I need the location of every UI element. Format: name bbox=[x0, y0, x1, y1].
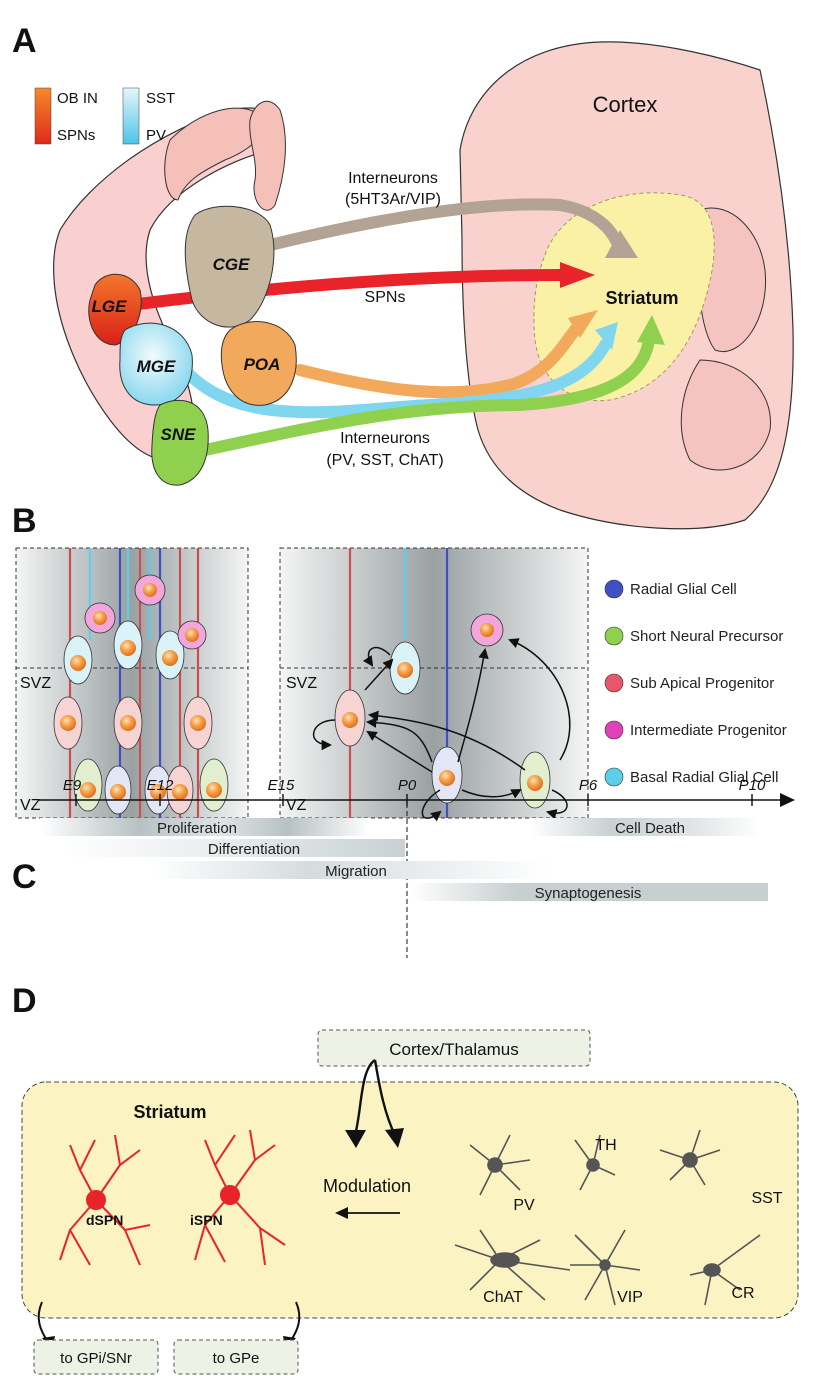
interneuron-cells bbox=[454, 1129, 761, 1306]
tick-e15: E15 bbox=[268, 777, 295, 794]
cortex-thalamus-box bbox=[317, 1029, 591, 1067]
cell-type-legend: Radial Glial Cell Short Neural Precursor… bbox=[604, 579, 787, 787]
vz-label-left: VZ bbox=[20, 797, 41, 814]
panel-d-letter: D bbox=[12, 982, 37, 1020]
modulation-label: Modulation bbox=[323, 1176, 411, 1196]
label-cell-death: Cell Death bbox=[615, 820, 685, 837]
interneurons-bottom-subtypes: (PV, SST, ChAT) bbox=[326, 452, 443, 469]
svz-label-left: SVZ bbox=[20, 675, 51, 692]
poa-label: POA bbox=[244, 355, 281, 374]
label-synaptogenesis: Synaptogenesis bbox=[535, 885, 642, 902]
ispn-neuron bbox=[194, 1129, 286, 1266]
gpi-snr-box bbox=[33, 1339, 159, 1375]
lge-label: LGE bbox=[92, 297, 128, 316]
striatum-label: Striatum bbox=[605, 288, 678, 308]
bar-proliferation bbox=[40, 818, 370, 836]
label-migration: Migration bbox=[325, 863, 387, 880]
panel-c-letter: C bbox=[12, 858, 37, 896]
embryonic-brain bbox=[53, 100, 286, 461]
sst-interneuron-label: SST bbox=[751, 1190, 782, 1207]
svz-label-right: SVZ bbox=[286, 675, 317, 692]
bar-synaptogenesis bbox=[410, 883, 768, 901]
cortex-label: Cortex bbox=[593, 92, 658, 117]
timeline: E9 E12 E15 P0 P6 P10 Proliferation Diffe… bbox=[38, 777, 795, 958]
panel-b-letter: B bbox=[12, 502, 37, 540]
migration-arrows bbox=[124, 198, 654, 456]
dspn-label: dSPN bbox=[86, 1212, 123, 1228]
coronal-section: Cortex Striatum bbox=[459, 41, 794, 530]
legend-pv: PV bbox=[146, 127, 166, 144]
legend-basal-radial: Basal Radial Glial Cell bbox=[630, 769, 778, 786]
eminences: CGE LGE MGE POA SNE bbox=[88, 205, 297, 486]
legend-intermediate: Intermediate Progenitor bbox=[630, 722, 787, 739]
bar-differentiation bbox=[60, 839, 405, 857]
dspn-neuron bbox=[59, 1134, 151, 1266]
striatum-box bbox=[21, 1081, 799, 1319]
legend-dot-short-neural bbox=[604, 626, 624, 646]
gpi-snr-label: to GPi/SNr bbox=[60, 1350, 132, 1367]
circuit-diagram: Cortex/Thalamus Striatum Modulation dSPN… bbox=[21, 1029, 799, 1375]
vz-svz-left: SVZ VZ bbox=[15, 547, 249, 819]
legend-sub-apical: Sub Apical Progenitor bbox=[630, 675, 774, 692]
sne-label: SNE bbox=[161, 425, 197, 444]
gpe-box bbox=[173, 1339, 299, 1375]
tick-e12: E12 bbox=[147, 777, 174, 794]
vip-interneuron-label: VIP bbox=[617, 1289, 643, 1306]
tick-p6: P6 bbox=[579, 777, 598, 794]
legend-sst: SST bbox=[146, 90, 175, 107]
panel-a-letter: A bbox=[12, 22, 37, 60]
interneurons-top-label: Interneurons bbox=[348, 170, 438, 187]
legend-dot-sub-apical bbox=[604, 673, 624, 693]
legend-short-neural: Short Neural Precursor bbox=[630, 628, 783, 645]
label-proliferation: Proliferation bbox=[157, 820, 237, 837]
legend-radial-glial: Radial Glial Cell bbox=[630, 581, 737, 598]
legend-ob-in: OB IN bbox=[57, 90, 98, 107]
interneurons-top-subtypes: (5HT3Ar/VIP) bbox=[345, 191, 441, 208]
interneurons-bottom-label: Interneurons bbox=[340, 430, 430, 447]
arrow-heads bbox=[560, 230, 665, 350]
vz-label-right: VZ bbox=[286, 797, 307, 814]
chat-interneuron-label: ChAT bbox=[483, 1289, 523, 1306]
spns-arrow-label: SPNs bbox=[365, 289, 406, 306]
tick-p0: P0 bbox=[398, 777, 417, 794]
panel-a-legend: OB IN SPNs SST PV bbox=[34, 87, 175, 145]
bar-cell-death bbox=[530, 818, 760, 836]
legend-dot-intermediate bbox=[604, 720, 624, 740]
vz-svz-right: SVZ VZ bbox=[279, 547, 589, 822]
cortex-thalamus-label: Cortex/Thalamus bbox=[389, 1040, 518, 1059]
mge-label: MGE bbox=[137, 357, 176, 376]
legend-dot-basal-radial bbox=[604, 767, 624, 787]
ispn-label: iSPN bbox=[190, 1212, 223, 1228]
label-differentiation: Differentiation bbox=[208, 841, 300, 858]
tick-p10: P10 bbox=[739, 777, 766, 794]
bar-migration bbox=[150, 861, 550, 879]
cge-label: CGE bbox=[213, 255, 251, 274]
striatum-title: Striatum bbox=[133, 1102, 206, 1122]
tick-e9: E9 bbox=[63, 777, 82, 794]
th-interneuron-label: TH bbox=[595, 1137, 616, 1154]
pv-interneuron-label: PV bbox=[513, 1197, 535, 1214]
legend-dot-radial-glial bbox=[604, 579, 624, 599]
gpe-label: to GPe bbox=[213, 1350, 260, 1367]
cr-interneuron-label: CR bbox=[731, 1285, 754, 1302]
legend-spns: SPNs bbox=[57, 127, 95, 144]
